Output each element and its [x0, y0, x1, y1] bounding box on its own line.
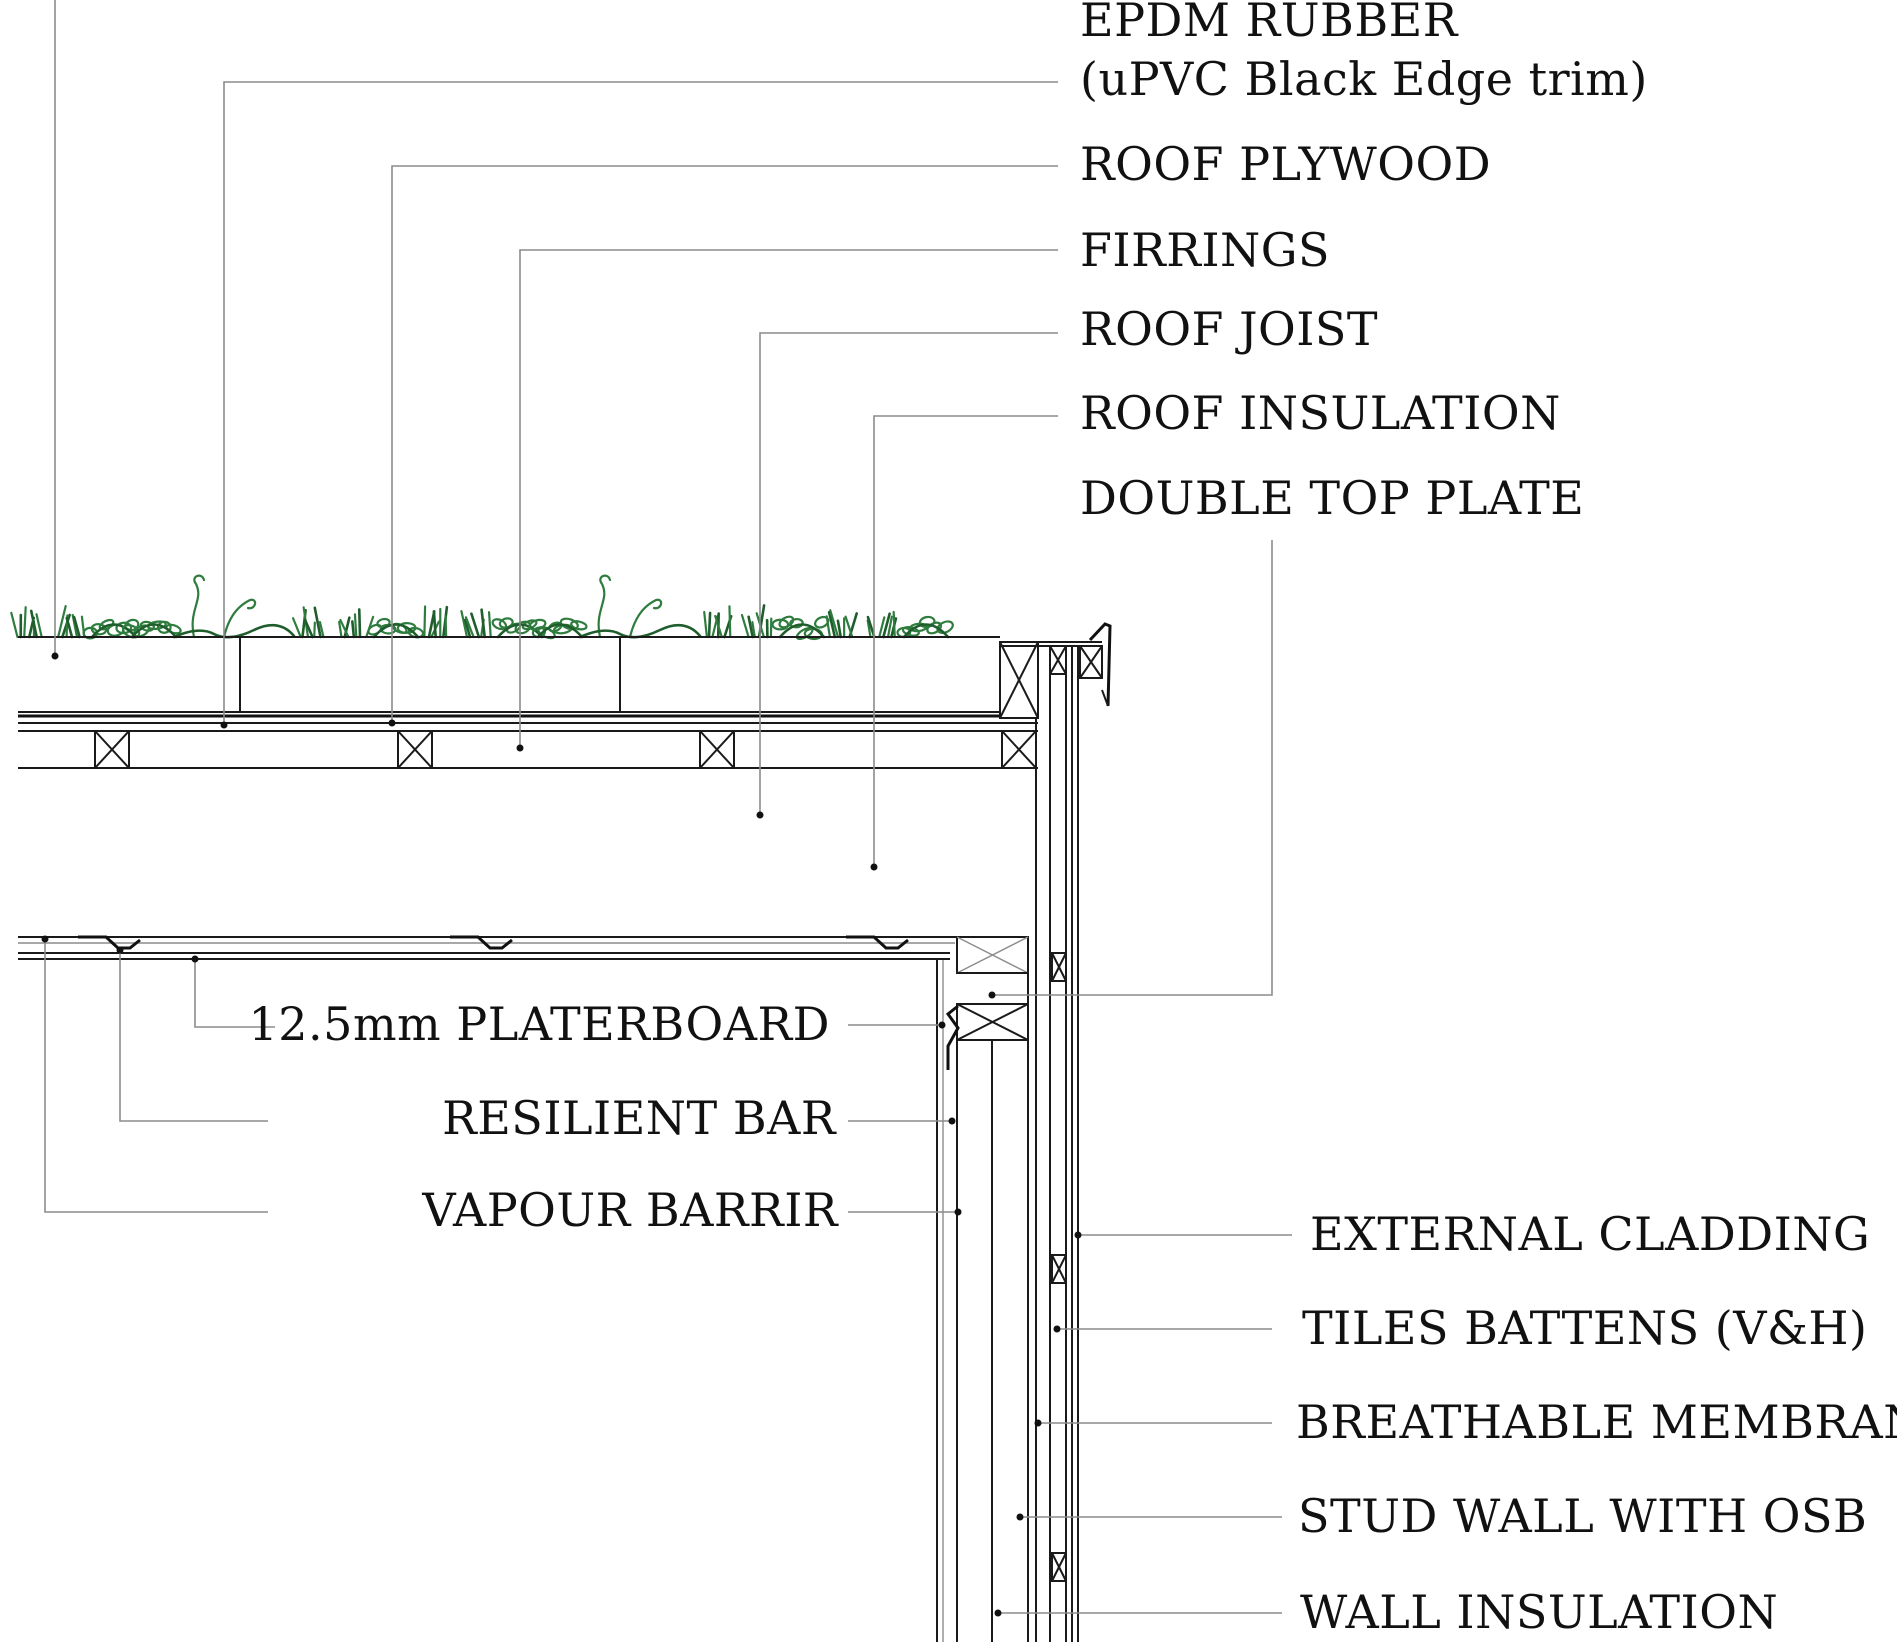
label-epdm-rubber: EPDM RUBBER [1080, 0, 1459, 47]
roof-buildup [18, 636, 1038, 960]
callout-labels: EPDM RUBBER (uPVC Black Edge trim) ROOF … [249, 0, 1897, 1639]
parapet-edge-block [999, 622, 1112, 719]
grass-tuft [57, 604, 86, 639]
label-upvc-trim: (uPVC Black Edge trim) [1080, 52, 1648, 106]
firring-block [94, 730, 130, 769]
firring-block [1001, 730, 1037, 769]
vertical-batten [1051, 1552, 1067, 1582]
curly-sprig [172, 574, 296, 639]
vertical-batten [1051, 1254, 1067, 1284]
label-vapour-barrier: VAPOUR BARRIR [421, 1183, 838, 1237]
label-firrings: FIRRINGS [1080, 223, 1330, 277]
label-breathable-membrane: BREATHABLE MEMBRANE [1296, 1395, 1897, 1449]
label-double-top-plate: DOUBLE TOP PLATE [1080, 471, 1584, 525]
leader-dots [41, 652, 1082, 1617]
curly-sprig [578, 574, 702, 639]
firring-blocks [94, 730, 1037, 769]
grass-tuft [291, 606, 325, 639]
label-external-cladding: EXTERNAL CLADDING [1310, 1207, 1870, 1261]
firring-block [397, 730, 433, 769]
wall-buildup [936, 646, 1079, 1642]
leafy-clump [896, 615, 954, 639]
grass-tuft [703, 605, 733, 639]
grass-tuft [866, 610, 898, 639]
leafy-clump [771, 615, 830, 641]
grass-tuft [825, 609, 858, 639]
label-stud-wall: STUD WALL WITH OSB [1298, 1489, 1867, 1543]
grass-tuft [460, 608, 492, 639]
green-roof-vegetation [10, 574, 954, 641]
leafy-clump [528, 617, 588, 640]
label-wall-insulation: WALL INSULATION [1300, 1585, 1778, 1639]
firring-block [699, 730, 735, 769]
label-resilient-bar: RESILIENT BAR [442, 1091, 837, 1145]
leafy-clump [121, 620, 182, 639]
label-tiles-battens: TILES BATTENS (V&H) [1302, 1301, 1867, 1355]
label-plasterboard: 12.5mm PLATERBOARD [249, 997, 830, 1051]
label-roof-plywood: ROOF PLYWOOD [1080, 137, 1491, 191]
grass-tuft [740, 604, 773, 639]
grass-tuft [423, 605, 449, 639]
leafy-clump [82, 618, 140, 640]
double-top-plate [945, 936, 1029, 1070]
label-roof-joist: ROOF JOIST [1080, 302, 1378, 356]
vertical-battens [1051, 952, 1067, 1582]
grass-tuft [10, 606, 43, 639]
leafy-clump [367, 617, 425, 639]
label-roof-insulation: ROOF INSULATION [1080, 386, 1561, 440]
vertical-batten [1051, 952, 1067, 982]
leader-lines [44, 0, 1292, 1614]
